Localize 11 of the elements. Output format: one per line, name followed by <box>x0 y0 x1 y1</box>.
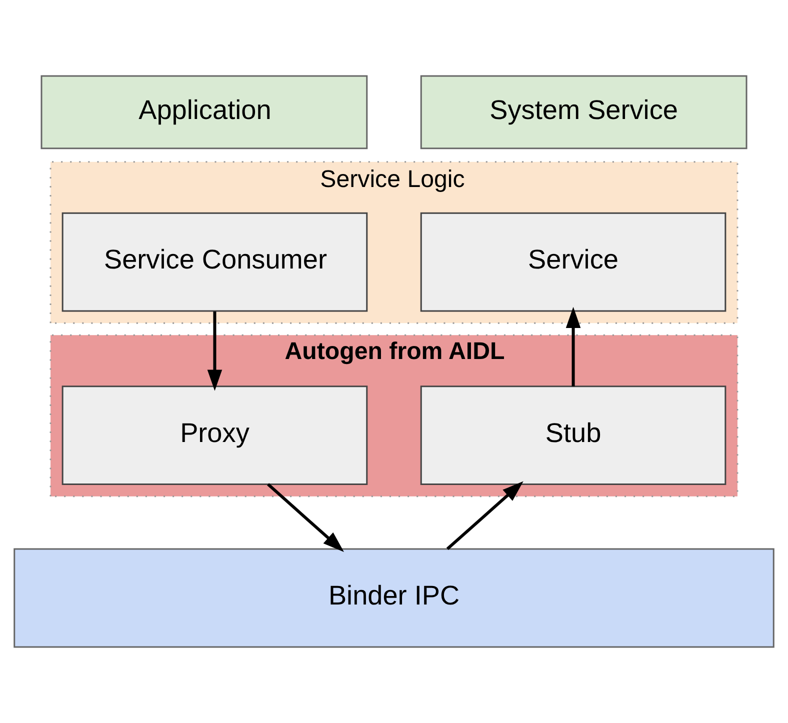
node-box: Proxy <box>62 386 368 486</box>
node-box: Service <box>420 212 726 312</box>
arrow <box>207 311 222 391</box>
arrow <box>446 481 524 550</box>
arrow <box>267 483 344 552</box>
node-box: Stub <box>420 386 726 486</box>
node-box: Service Consumer <box>62 212 368 312</box>
node-box: System Service <box>420 75 748 150</box>
node-box: Application <box>40 75 368 150</box>
node-box: Binder IPC <box>14 548 774 648</box>
arrow <box>566 306 581 386</box>
